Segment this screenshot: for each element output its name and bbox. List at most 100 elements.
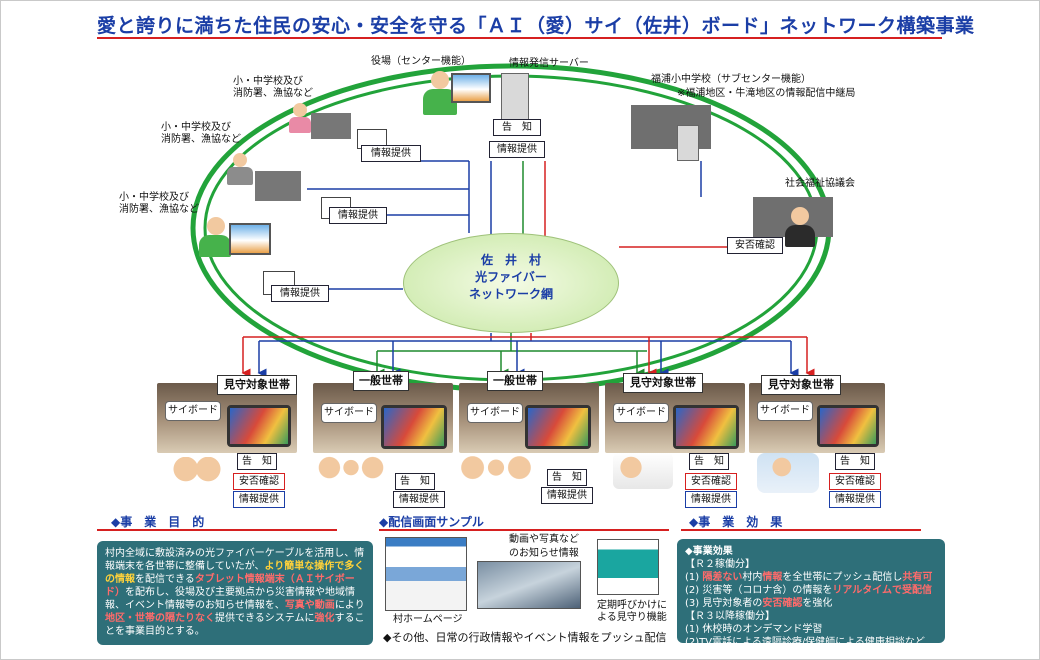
- household-1-box-2: 安否確認: [233, 473, 285, 490]
- household-1-residents-icon: [169, 457, 225, 497]
- welfare-person-icon: [791, 207, 809, 225]
- household-2-bubble: サイボード: [321, 403, 377, 423]
- household-2-box-1: 告 知: [395, 473, 435, 490]
- purpose-underline: [97, 529, 337, 531]
- sample-caption-media-2: のお知らせ情報: [509, 548, 579, 559]
- sample-media-screenshot: [477, 561, 581, 609]
- household-3-label: 一般世帯: [487, 371, 543, 391]
- household-2-label: 一般世帯: [353, 371, 409, 391]
- school-2-person-icon: [233, 153, 247, 167]
- purpose-highlight-2: タブレット情報端末（ＡＩサイボード）: [105, 574, 355, 598]
- effect-r2-item-1: (1) 隔差ない村内情報を全世帯にプッシュ配信し共有可: [685, 572, 933, 583]
- household-4-box-2: 安否確認: [685, 473, 737, 490]
- sample-caption-call-1: 定期呼びかけに: [597, 600, 667, 611]
- sample-caption-call-2: よる見守り機能: [597, 612, 667, 623]
- sample-caption-home: 村ホームページ: [393, 614, 463, 625]
- household-5-bed-icon: [757, 453, 819, 493]
- household-2-box-2: 情報提供: [393, 491, 445, 508]
- purpose-text-3: を配布し、役場及び主要拠点から災害情報や地域情報、イベント情報等のお知らせ情報を…: [105, 587, 355, 611]
- subcenter-server-icon: [677, 125, 699, 161]
- school-2-person-body: [227, 167, 253, 185]
- household-4-box-1: 告 知: [689, 453, 729, 470]
- purpose-text-4: により: [334, 600, 365, 611]
- welfare-person-body: [785, 225, 815, 247]
- center-monitor-icon: [451, 73, 491, 103]
- household-3-bubble: サイボード: [467, 403, 523, 423]
- page-title: 愛と誇りに満ちた住民の安心・安全を守る「ＡＩ（愛）サイ（佐井）ボード」ネットワー…: [97, 15, 975, 37]
- school-1-info-box: 情報提供: [361, 145, 421, 162]
- network-line-2: 光ファイバー: [475, 270, 547, 284]
- school-2-info-box: 情報提供: [329, 207, 387, 224]
- center-operator-icon: [431, 71, 449, 89]
- purpose-heading: ◆事 業 目 的: [111, 515, 205, 529]
- subcenter-line1: 福浦小中学校（サブセンター機能）: [651, 74, 811, 85]
- household-2-family-icon: [315, 455, 387, 497]
- purpose-text-2: を配信できる: [135, 574, 195, 585]
- subcenter-line2: ※福浦地区・牛滝地区の情報配信中継局: [677, 88, 856, 99]
- effect-subheading: ◆事業効果: [685, 546, 733, 557]
- household-5-box-1: 告 知: [835, 453, 875, 470]
- effect-r3-heading: 【Ｒ３以降稼働分】: [685, 611, 775, 622]
- title-underline: [97, 37, 942, 39]
- sample-footer: ◆その他、日常の行政情報やイベント情報をプッシュ配信: [383, 631, 667, 644]
- household-3-box-2: 情報提供: [541, 487, 593, 504]
- household-3-box-1: 告 知: [547, 469, 587, 486]
- school-1-line2: 消防署、漁協など: [233, 88, 313, 99]
- school-3-line1: 小・中学校及び: [119, 192, 189, 203]
- purpose-panel: 村内全域に敷設済みの光ファイバーケーブルを活用し、情報端末を各世帯に整備していた…: [97, 541, 373, 645]
- effect-r2-item-3: (3) 見守対象者の安否確認を強化: [685, 598, 833, 609]
- school-2-line2: 消防署、漁協など: [161, 134, 241, 145]
- effect-r2-item-2: (2) 災害等（コロナ含）の情報をリアルタイムで受配信: [685, 585, 933, 596]
- purpose-highlight-4: 地区・世帯の隔たりなく: [105, 613, 215, 624]
- household-4-bubble: サイボード: [613, 403, 669, 423]
- center-notice-box: 告 知: [493, 119, 541, 136]
- household-4-tablet-icon: [673, 405, 739, 449]
- server-icon: [501, 73, 529, 121]
- network-line-1: 佐 井 村: [480, 253, 541, 267]
- household-5-box-2: 安否確認: [829, 473, 881, 490]
- sample-underline: [379, 529, 669, 531]
- school-1-person-icon: [293, 103, 307, 117]
- sample-homepage-screenshot: [385, 537, 467, 611]
- school-1-building-icon: [311, 113, 351, 139]
- purpose-highlight-3: 写真や動画: [284, 600, 335, 611]
- household-5-bubble: サイボード: [757, 401, 813, 421]
- fiber-network-node: 佐 井 村 光ファイバー ネットワーク網: [403, 233, 619, 333]
- household-4-bed-icon: [613, 453, 673, 489]
- school-3-monitor-icon: [229, 223, 271, 255]
- school-3-person-icon: [207, 217, 225, 235]
- sample-caption-media-1: 動画や写真など: [509, 534, 579, 545]
- effect-underline: [681, 529, 921, 531]
- subcenter-building-icon: [631, 105, 711, 149]
- school-2-building-icon: [255, 171, 301, 201]
- purpose-text-1: 村内全域に敷設済みの光ファイバーケーブルを活用し、情報端末を各世帯に整備していた…: [105, 548, 365, 572]
- household-5-tablet-icon: [817, 405, 879, 447]
- household-5-label: 見守対象世帯: [761, 375, 841, 395]
- household-5-box-3: 情報提供: [829, 491, 881, 508]
- school-1-line1: 小・中学校及び: [233, 76, 303, 87]
- household-1-box-3: 情報提供: [233, 491, 285, 508]
- purpose-highlight-5: 強化: [314, 613, 335, 624]
- effect-heading: ◆事 業 効 果: [689, 515, 783, 529]
- effect-panel: ◆事業効果 【Ｒ２稼働分】 (1) 隔差ない村内情報を全世帯にプッシュ配信し共有…: [677, 539, 945, 648]
- effect-r3-item-2: (2)TV電話による遠隔診療/保健師による健康相談など: [685, 637, 925, 648]
- school-3-person-body: [199, 235, 231, 257]
- center-info-box: 情報提供: [489, 141, 545, 158]
- school-3-line2: 消防署、漁協など: [119, 204, 199, 215]
- purpose-text-6: することを事業目的とする。: [105, 613, 365, 637]
- purpose-highlight-1: より簡単な操作で多くの情報: [105, 561, 365, 585]
- school-2-line1: 小・中学校及び: [161, 122, 231, 133]
- household-2-tablet-icon: [381, 405, 447, 449]
- household-4-label: 見守対象世帯: [623, 373, 703, 393]
- household-4-box-3: 情報提供: [685, 491, 737, 508]
- welfare-label: 社会福祉協議会: [785, 178, 855, 189]
- household-1-box-1: 告 知: [237, 453, 277, 470]
- sample-watch-screenshot: [597, 539, 659, 595]
- center-label: 役場（センター機能）: [371, 56, 471, 67]
- server-label: 情報発信サーバー: [509, 58, 589, 69]
- school-1-person-body: [289, 117, 311, 133]
- household-1-label: 見守対象世帯: [217, 375, 297, 395]
- welfare-confirm-box: 安否確認: [727, 237, 783, 254]
- effect-r3-item-1: (1) 休校時のオンデマンド学習: [685, 624, 823, 635]
